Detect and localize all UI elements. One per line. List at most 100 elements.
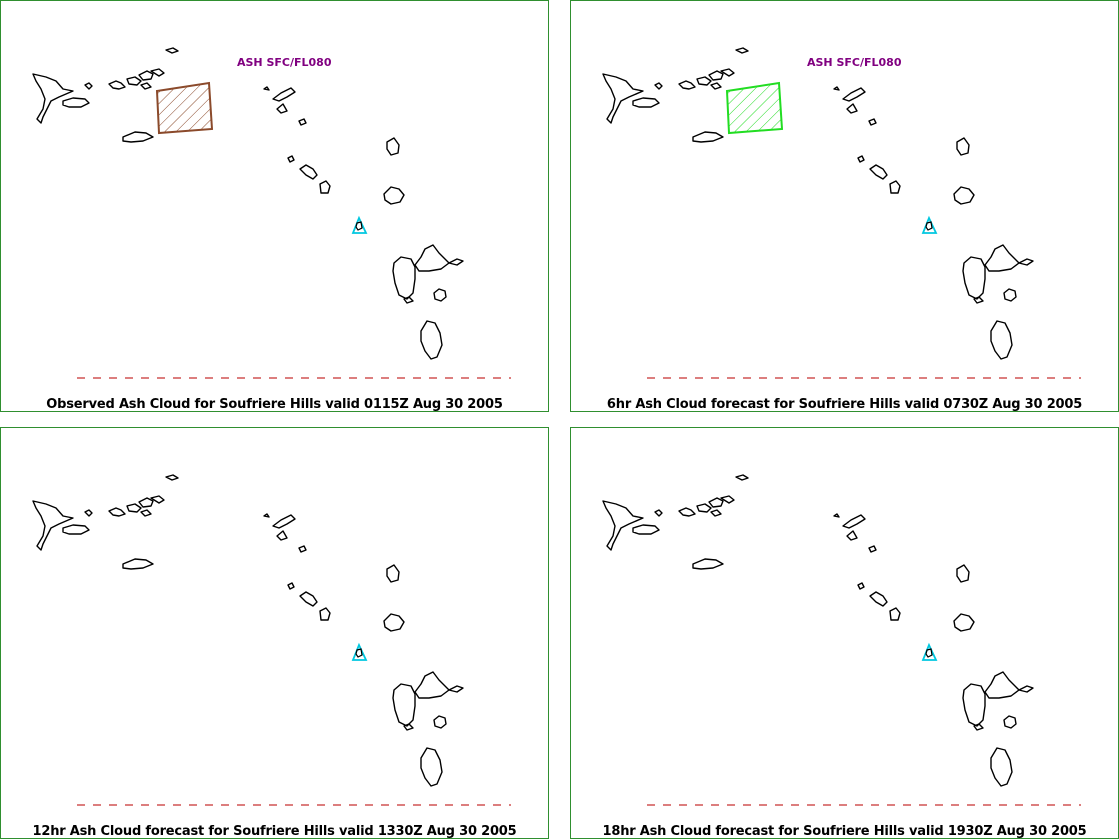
volcano-triangle-icon [921,215,938,234]
coast-saba [868,118,877,126]
volcano-triangle [921,642,938,661]
coast-virgin-islands-4 [150,68,165,77]
coast-st-kitts [869,591,888,607]
map-observed: ASH SFC/FL080 [32,47,511,379]
caption-12hr: 12hr Ash Cloud forecast for Soufriere Hi… [32,824,517,839]
coast-guadeloupe-east [1018,258,1034,266]
caption-6hr: 6hr Ash Cloud forecast for Soufriere Hil… [606,397,1083,412]
coast-les-saintes [973,723,984,731]
coast-culebra [654,82,663,90]
coast-guadeloupe-basse [392,256,416,300]
map-12hr [32,474,511,806]
coast-vieques [62,97,90,108]
ash-cloud-label: ASH SFC/FL080 [237,56,332,69]
coast-anegada [735,474,749,481]
coast-virgin-islands-2 [126,76,142,86]
coast-virgin-islands-5 [710,509,722,517]
coast-antigua [953,613,975,632]
coast-guadeloupe-grande [414,671,450,699]
volcano-triangle [351,215,368,234]
coast-st-kitts [299,164,318,180]
coast-dominica [990,320,1013,360]
ash-cloud-polygon [725,81,784,135]
coast-marie-galante [433,715,447,729]
coast-culebra [654,509,663,517]
coast-puerto-rico-west [602,73,644,124]
coast-puerto-rico-west [602,500,644,551]
coast-puerto-rico-west [32,73,74,124]
coast-nevis [319,607,331,621]
coast-virgin-islands-5 [710,82,722,90]
coast-anguilla [263,86,270,91]
coast-virgin-islands-3 [708,70,724,81]
coast-culebra [84,509,93,517]
coast-st-martin [272,87,296,102]
coast-vieques [632,524,660,535]
coast-saba [298,118,307,126]
coast-st-eustatius [287,155,295,163]
coast-virgin-islands-3 [138,70,154,81]
coast-barbuda [386,137,400,156]
coast-virgin-islands-2 [126,503,142,513]
coast-virgin-islands-1 [678,80,696,90]
coast-st-croix [692,558,724,570]
coast-montserrat [925,221,933,231]
coast-st-martin [842,87,866,102]
coast-antigua [383,186,405,205]
volcano-triangle-icon [351,215,368,234]
coast-guadeloupe-east [448,685,464,693]
coast-virgin-islands-5 [140,509,152,517]
coast-st-kitts [299,591,318,607]
coast-st-eustatius [857,582,865,590]
coast-guadeloupe-grande [414,244,450,272]
coast-antigua [383,613,405,632]
volcano-triangle [921,215,938,234]
panel-12hr: 12hr Ash Cloud forecast for Soufriere Hi… [0,427,549,839]
coast-montserrat [355,221,363,231]
map-18hr [602,474,1081,806]
coast-saba [298,545,307,553]
coast-st-eustatius [287,582,295,590]
volcano-triangle [351,642,368,661]
coast-st-eustatius [857,155,865,163]
coast-les-saintes [403,723,414,731]
coast-st-croix [122,558,154,570]
volcano-triangle-icon [921,642,938,661]
coast-virgin-islands-5 [140,82,152,90]
caption-18hr: 18hr Ash Cloud forecast for Soufriere Hi… [602,824,1087,839]
coast-barbuda [386,564,400,583]
coast-guadeloupe-grande [984,671,1020,699]
panel-observed: ASH SFC/FL080 Observed Ash Cloud for Sou… [0,0,549,412]
coast-anguilla [833,86,840,91]
coast-saba [868,545,877,553]
coast-virgin-islands-2 [696,76,712,86]
coast-les-saintes [973,296,984,304]
coast-montserrat [925,648,933,658]
coast-anguilla [263,513,270,518]
coast-dominica [420,320,443,360]
coast-anegada [165,47,179,54]
coast-st-barth [846,103,858,114]
coast-dominica [990,747,1013,787]
coast-st-barth [276,530,288,541]
map-6hr: ASH SFC/FL080 [602,47,1081,379]
coast-virgin-islands-1 [108,507,126,517]
coast-virgin-islands-4 [720,495,735,504]
coast-dominica [420,747,443,787]
coast-virgin-islands-1 [678,507,696,517]
ash-cloud-label: ASH SFC/FL080 [807,56,902,69]
coast-virgin-islands-3 [708,497,724,508]
coast-barbuda [956,564,970,583]
coast-st-barth [846,530,858,541]
panel-6hr: ASH SFC/FL080 6hr Ash Cloud forecast for… [570,0,1119,412]
volcano-triangle-icon [351,642,368,661]
coastlines [32,474,464,787]
coast-guadeloupe-east [448,258,464,266]
panel-18hr: 18hr Ash Cloud forecast for Soufriere Hi… [570,427,1119,839]
coast-nevis [319,180,331,194]
coastlines [602,474,1034,787]
coast-les-saintes [403,296,414,304]
coast-st-kitts [869,164,888,180]
coast-guadeloupe-basse [962,256,986,300]
coast-st-martin [272,514,296,529]
